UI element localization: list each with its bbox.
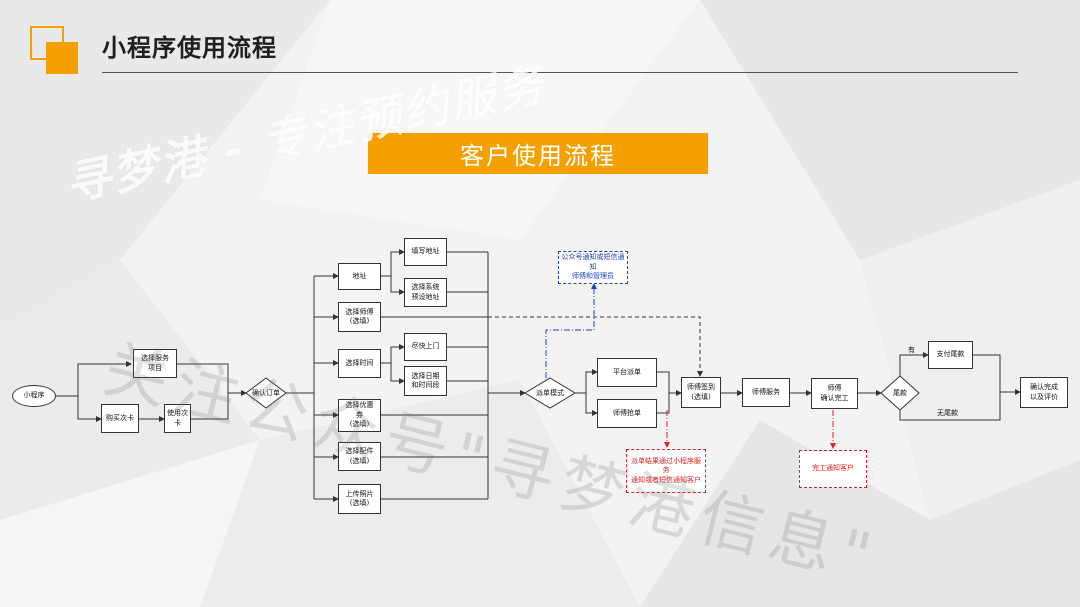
page-title: 小程序使用流程 [102, 34, 277, 62]
node-upload-photo: 上传照片 (选填) [338, 484, 381, 514]
node-select-coupon: 选择优惠 券 (选填) [338, 399, 381, 432]
node-select-time: 选择时间 [338, 349, 381, 378]
node-preset-address: 选择系统 预设地址 [404, 278, 447, 307]
node-master-service: 师傅服务 [742, 378, 790, 407]
title-divider [102, 72, 1018, 73]
node-confirm-done: 确认完成 以及评价 [1020, 377, 1068, 408]
node-platform-dispatch: 平台派单 [597, 358, 657, 387]
section-banner: 客户使用流程 [368, 133, 708, 174]
header-logo-deco [30, 26, 78, 74]
node-use-card: 使用次卡 [164, 404, 191, 433]
node-address: 地址 [338, 263, 381, 290]
node-start: 小程序 [12, 385, 56, 407]
node-fill-address: 填写地址 [404, 238, 447, 266]
node-pay-balance: 支付尾款 [928, 341, 973, 369]
node-select-date: 选择日期 和时间段 [404, 366, 447, 396]
edge-label-no-balance: 无尾款 [937, 409, 958, 417]
node-master-grab: 师傅抢单 [597, 399, 657, 428]
node-asap: 尽快上门 [404, 333, 447, 361]
node-select-service: 选择服务 项目 [133, 349, 177, 378]
edge-label-has: 有 [908, 346, 915, 354]
note-notify-masters: 公众号通知或短信通知 师傅和管理员 [558, 251, 628, 284]
note-notify-customer-dispatch: 派单结果通过小程序服务 通知或者短信通知客户 [626, 449, 706, 493]
decision-balance: 尾款 [893, 389, 907, 397]
node-buy-card: 购买次卡 [101, 404, 139, 433]
node-select-master: 选择师傅 (选填) [338, 302, 381, 332]
decision-confirm-order: 确认订单 [252, 389, 280, 397]
node-master-checkin: 师傅签到 (选填) [681, 377, 721, 408]
node-master-confirm: 师傅 确认完工 [811, 378, 858, 409]
node-select-parts: 选择配件 (选填) [338, 442, 381, 471]
decision-dispatch-mode: 派单模式 [536, 389, 564, 397]
note-notify-customer-done: 完工通知客户 [799, 450, 867, 488]
